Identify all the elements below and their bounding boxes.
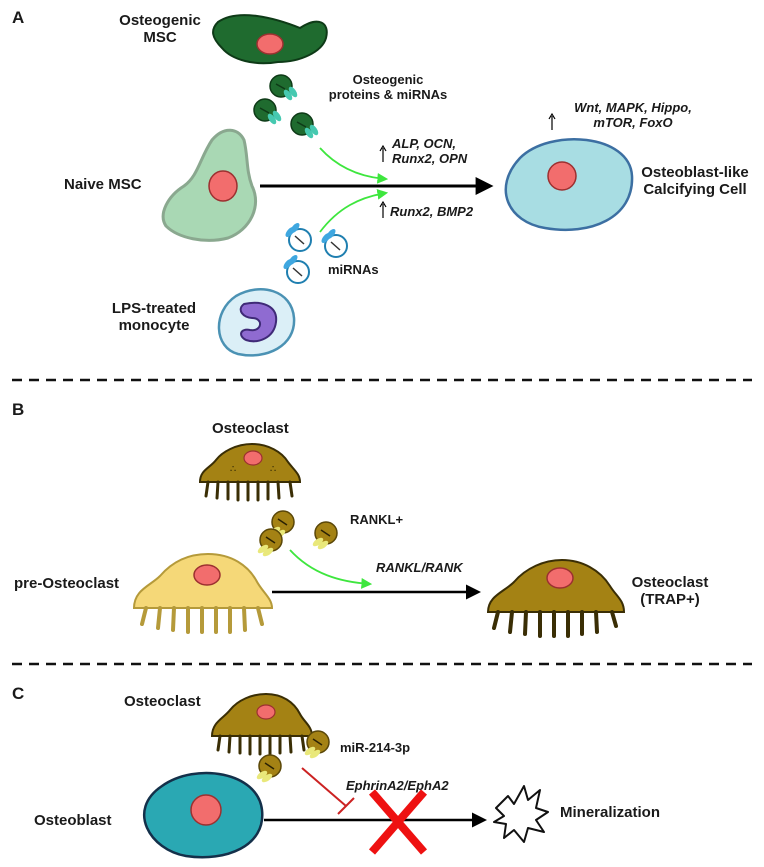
- panel-label-b: B: [12, 400, 25, 419]
- green-arrow-mirnas: [319, 188, 389, 233]
- osteoclast-mature-b: [486, 558, 626, 638]
- osteoblast-cell: [142, 771, 264, 859]
- inhibition-line: [301, 767, 355, 815]
- label-mirnas: miRNAs: [328, 262, 379, 277]
- panel-label-a: A: [12, 8, 25, 27]
- rankl-vesicles: [255, 510, 338, 559]
- label-mir214: miR-214-3p: [340, 740, 411, 755]
- label-osteogenic-msc: Osteogenic MSC: [119, 12, 201, 46]
- label-rankl-plus: RANKL+: [350, 512, 404, 527]
- label-pathways: Wnt, MAPK, Hippo, mTOR, FoxO: [574, 100, 692, 130]
- green-arrow-rankl: [289, 549, 373, 589]
- label-upreg-top: ALP, OCN, Runx2, OPN: [392, 136, 468, 166]
- label-calcifying-cell: Osteoblast-like Calcifying Cell: [641, 164, 749, 198]
- mineralization-burst: [493, 785, 549, 843]
- green-arrow-osteogenic: [319, 147, 389, 184]
- mir214-vesicles: [254, 730, 330, 785]
- osteogenic-msc-cell: [212, 14, 328, 65]
- calcifying-cell: [504, 138, 634, 232]
- osteogenic-vesicles: [253, 74, 321, 141]
- lps-monocyte: [217, 288, 296, 357]
- label-osteoclast-trap: Osteoclast (TRAP+): [631, 574, 709, 608]
- svg-text:∴: ∴: [230, 464, 236, 475]
- osteoclast-source-c: [210, 692, 314, 756]
- blocked-x-mark: [368, 789, 428, 855]
- upregulation-arrows-a: [379, 112, 556, 218]
- label-pre-osteoclast: pre-Osteoclast: [14, 575, 120, 592]
- label-ephrin: EphrinA2/EphA2: [346, 778, 449, 793]
- label-osteoblast: Osteoblast: [34, 812, 112, 829]
- label-rankl-rank: RANKL/RANK: [376, 560, 463, 575]
- pre-osteoclast-cell: [132, 552, 274, 634]
- label-osteoclast-c: Osteoclast: [124, 693, 201, 710]
- label-osteogenic-cargo: Osteogenic proteins & miRNAs: [328, 72, 448, 102]
- naive-msc-cell: [161, 128, 258, 242]
- svg-text:∴: ∴: [270, 464, 276, 475]
- label-naive-msc: Naive MSC: [64, 176, 142, 193]
- osteoclast-source-b: ∴ ∴: [198, 442, 302, 502]
- label-monocyte: LPS-treated monocyte: [111, 300, 197, 334]
- label-mineralization: Mineralization: [560, 804, 661, 821]
- panel-label-c: C: [12, 684, 25, 703]
- label-upreg-bottom: Runx2, BMP2: [390, 204, 474, 219]
- label-osteoclast-b: Osteoclast: [212, 420, 289, 437]
